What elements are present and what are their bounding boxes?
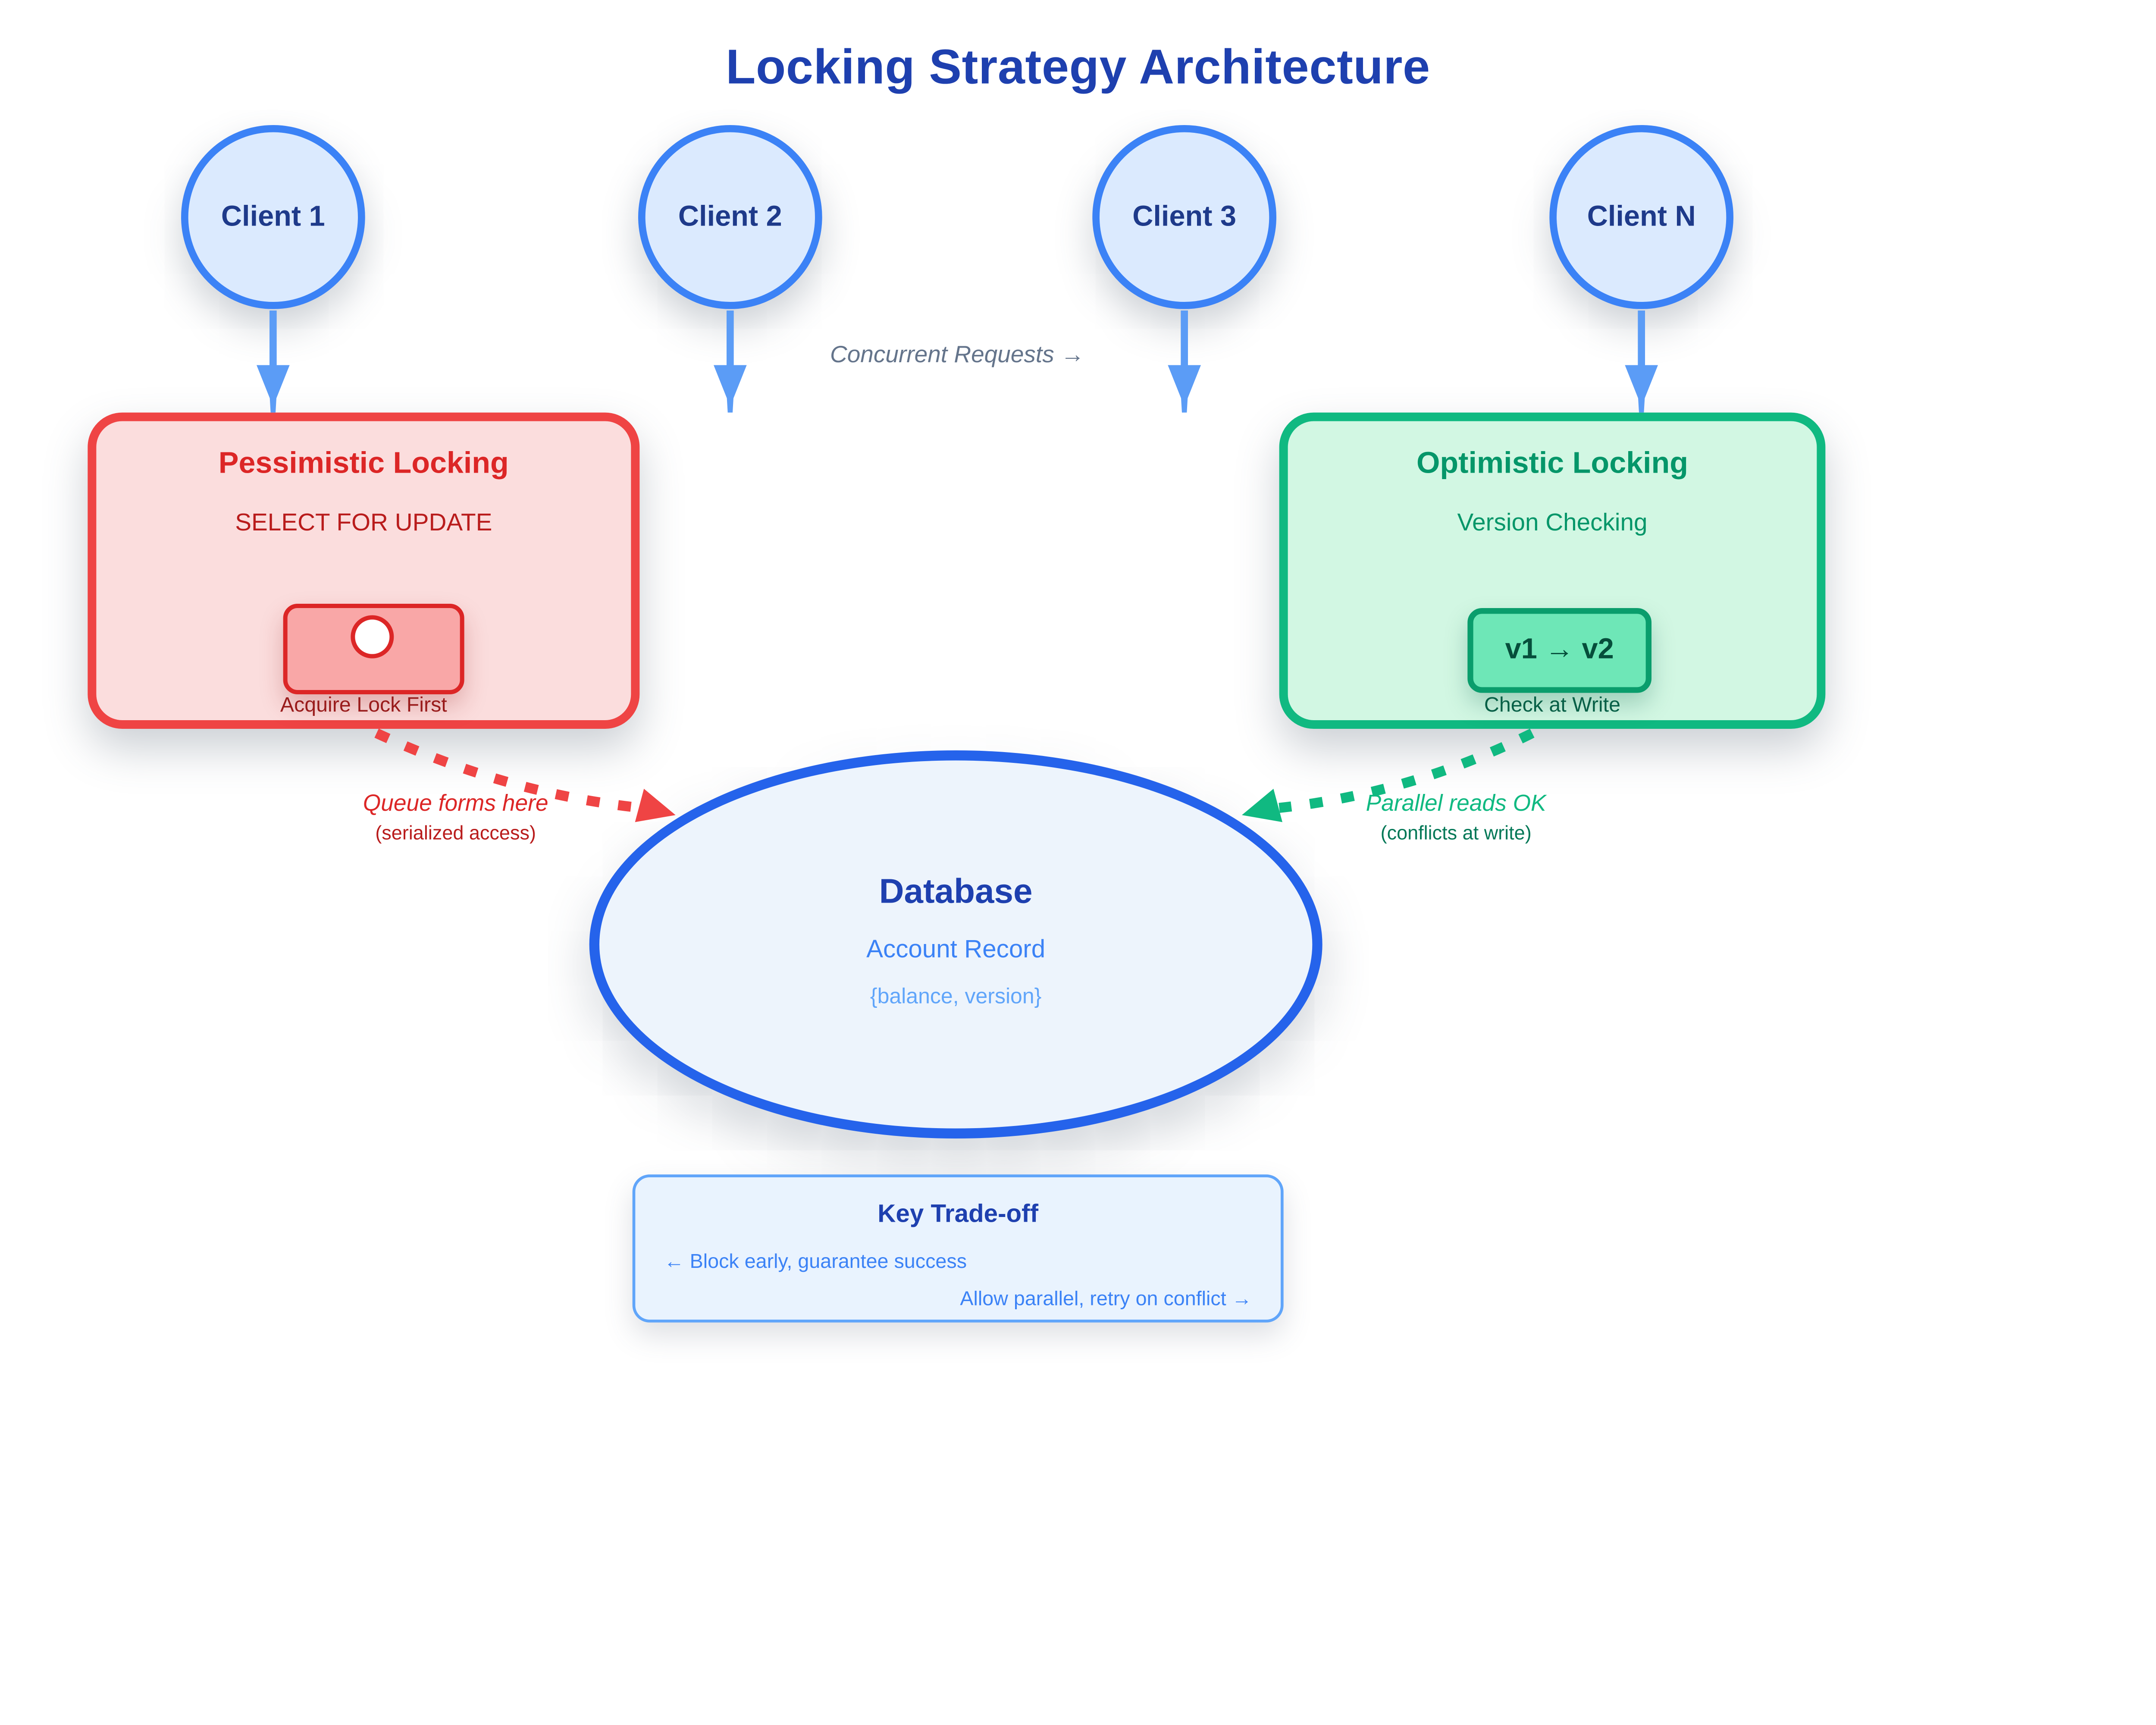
down-arrow-icon	[1168, 310, 1201, 413]
down-arrow-icon	[714, 310, 747, 413]
badge-caption: Check at Write	[1484, 694, 1621, 718]
down-arrow-icon	[257, 310, 290, 413]
client-label: Client N	[1587, 201, 1696, 232]
diagram-canvas: Locking Strategy Architecture Client 1 C…	[88, 40, 1826, 1323]
optimistic-panel: Optimistic Locking Version Checking v1 →…	[1279, 412, 1826, 729]
database-title: Database	[879, 872, 1033, 912]
tradeoff-left-item: ← Block early, guarantee success	[664, 1249, 967, 1272]
tradeoff-title: Key Trade-off	[877, 1199, 1039, 1228]
edge-label-pessimistic: Queue forms here (serialized access)	[269, 792, 642, 844]
edge-label-optimistic: Parallel reads OK (conflicts at write)	[1269, 792, 1643, 844]
lock-caption: Acquire Lock First	[280, 694, 447, 718]
edge-label-text: Parallel reads OK	[1366, 792, 1546, 817]
client-label: Client 3	[1132, 201, 1237, 232]
client-node-1: Client 1	[181, 125, 365, 309]
pessimistic-title: Pessimistic Locking	[218, 447, 509, 480]
pessimistic-subtitle: SELECT FOR UPDATE	[235, 509, 492, 536]
database-subtitle: Account Record	[866, 934, 1046, 963]
edge-sublabel-text: (serialized access)	[375, 822, 536, 844]
database-detail: {balance, version}	[870, 985, 1042, 1009]
optimistic-title: Optimistic Locking	[1416, 447, 1689, 480]
edge-sublabel-text: (conflicts at write)	[1380, 822, 1532, 844]
client-node-n: Client N	[1549, 125, 1733, 309]
client-node-2: Client 2	[638, 125, 822, 309]
client-label: Client 1	[221, 201, 325, 232]
lock-icon	[283, 604, 464, 694]
down-arrow-icon	[1625, 310, 1658, 413]
version-badge: v1 → v2	[1467, 608, 1651, 693]
pessimistic-panel: Pessimistic Locking SELECT FOR UPDATE Ac…	[88, 412, 640, 729]
lock-keyhole-icon	[351, 615, 394, 659]
optimistic-subtitle: Version Checking	[1457, 509, 1648, 536]
tradeoff-panel: Key Trade-off ← Block early, guarantee s…	[632, 1174, 1284, 1323]
page-title: Locking Strategy Architecture	[726, 40, 1430, 95]
client-node-3: Client 3	[1092, 125, 1276, 309]
database-node: Database Account Record {balance, versio…	[589, 750, 1322, 1138]
client-label: Client 2	[678, 201, 782, 232]
edge-label-text: Queue forms here	[363, 792, 548, 817]
tradeoff-right-item: Allow parallel, retry on conflict →	[960, 1286, 1252, 1310]
concurrent-requests-label: Concurrent Requests →	[830, 342, 1084, 368]
